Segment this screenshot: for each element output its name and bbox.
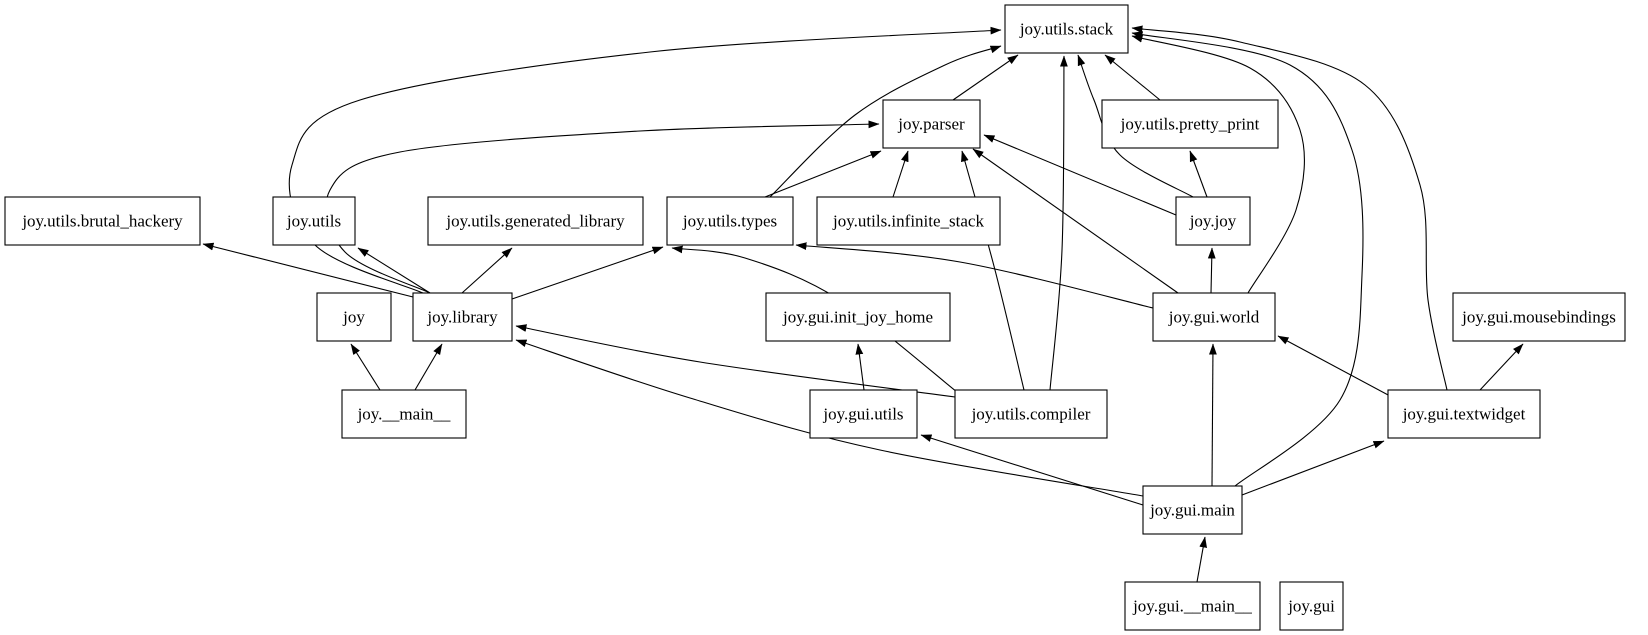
node-box-joy-utils (272, 196, 356, 246)
edge-joy-gui-world-to-joy-utils-types (795, 242, 1154, 309)
edge-layer (202, 25, 1524, 583)
node-box-joy-gui (1279, 581, 1344, 631)
edge-joy-joy-to-joy-parser (983, 134, 1177, 216)
edge-joy-parser-to-joy-utils-stack (952, 54, 1019, 101)
edge-joy-gui-main-to-joy-gui-textwidget (1241, 440, 1385, 496)
node-label-joy-utils: joy.utils (286, 212, 341, 231)
node-joy-joy: joy.joy (1175, 196, 1251, 246)
node-label-joy-joy: joy.joy (1189, 212, 1237, 231)
edge-joy-utils-types-to-joy-parser (764, 150, 882, 198)
edge-joy-library-to-joy-utils-types (511, 246, 664, 300)
node-joy-utils: joy.utils (272, 196, 356, 246)
node-box-joy-gui-utils (809, 389, 918, 439)
node-label-joy-gui-utils: joy.gui.utils (822, 405, 903, 424)
node-label-joy-utils-pretty-print: joy.utils.pretty_print (1120, 115, 1260, 134)
edge-joy-gui-world-to-joy-utils-stack (1131, 34, 1305, 294)
edge-joy-utils-compiler-to-joy-utils-types (671, 245, 958, 393)
edge-joy-gui-textwidget-to-joy-utils-stack (1131, 25, 1448, 391)
node-box-joy (316, 292, 392, 342)
node-joy-gui-main: joy.gui.__main__ (1124, 581, 1261, 631)
edge-joy-gui-textwidget-to-joy-gui-world (1277, 335, 1391, 397)
node-box-joy-gui-textwidget (1387, 389, 1541, 439)
node-joy-gui: joy.gui (1279, 581, 1344, 631)
node-box-joy-utils-generated-library (427, 196, 644, 246)
node-label-joy-utils-types: joy.utils.types (682, 212, 777, 231)
edge-joy-gui-world-to-joy-joy (1207, 247, 1216, 294)
node-joy-gui-world: joy.gui.world (1152, 292, 1276, 342)
node-box-joy-parser (882, 99, 981, 149)
node-box-joy-main (341, 389, 467, 439)
node-joy-library: joy.library (412, 292, 513, 342)
node-joy-gui-main: joy.gui.main (1142, 485, 1243, 535)
node-label-joy-utils-stack: joy.utils.stack (1019, 20, 1114, 39)
edge-joy-utils-compiler-to-joy-parser (961, 150, 1025, 391)
node-box-joy-utils-types (666, 196, 794, 246)
node-box-joy-gui-world (1152, 292, 1276, 342)
node-joy-utils-types: joy.utils.types (666, 196, 794, 246)
node-joy-utils-infinite-stack: joy.utils.infinite_stack (816, 196, 1001, 246)
node-box-joy-gui-main (1124, 581, 1261, 631)
edge-joy-gui-utils-to-joy-gui-init-joy-home (855, 343, 865, 391)
node-layer: joy.utils.stack joy.parser joy.utils.prett… (4, 4, 1626, 631)
node-box-joy-gui-mousebindings (1452, 292, 1626, 342)
node-box-joy-gui-main (1142, 485, 1243, 535)
node-box-joy-utils-brutal-hackery (4, 196, 201, 246)
node-joy-utils-pretty-print: joy.utils.pretty_print (1101, 99, 1279, 149)
edge-joy-gui-textwidget-to-joy-gui-mousebindings (1479, 343, 1524, 391)
node-joy-gui-mousebindings: joy.gui.mousebindings (1452, 292, 1626, 342)
node-joy-utils-stack: joy.utils.stack (1004, 4, 1129, 54)
node-label-joy-parser: joy.parser (897, 115, 965, 134)
node-label-joy-utils-brutal-hackery: joy.utils.brutal_hackery (21, 212, 183, 231)
edge-joy-joy-to-joy-utils-pretty-print (1189, 150, 1208, 198)
node-label-joy-gui-init-joy-home: joy.gui.init_joy_home (782, 308, 933, 327)
edge-joy-library-to-joy-utils-generated-library (461, 247, 513, 294)
node-box-joy-library (412, 292, 513, 342)
edge-joy-library-to-joy-parser (325, 120, 880, 294)
node-box-joy-gui-init-joy-home (765, 292, 951, 342)
node-joy-gui-textwidget: joy.gui.textwidget (1387, 389, 1541, 439)
node-box-joy-utils-pretty-print (1101, 99, 1279, 149)
node-label-joy-utils-infinite-stack: joy.utils.infinite_stack (832, 212, 984, 231)
node-box-joy-utils-stack (1004, 4, 1129, 54)
node-joy-utils-brutal-hackery: joy.utils.brutal_hackery (4, 196, 201, 246)
node-joy-gui-utils: joy.gui.utils (809, 389, 918, 439)
node-joy-utils-generated-library: joy.utils.generated_library (427, 196, 644, 246)
edge-joy-utils-pretty-print-to-joy-utils-stack (1104, 54, 1161, 101)
node-label-joy: joy (342, 308, 365, 327)
node-joy: joy (316, 292, 392, 342)
edge-joy-gui-main-to-joy-gui-world (1209, 343, 1217, 487)
edge-joy-main-to-joy (350, 343, 381, 391)
node-label-joy-gui-textwidget: joy.gui.textwidget (1402, 405, 1526, 424)
edge-joy-utils-infinite-stack-to-joy-parser (892, 150, 909, 198)
node-box-joy-utils-infinite-stack (816, 196, 1001, 246)
node-box-joy-joy (1175, 196, 1251, 246)
node-label-joy-gui-main: joy.gui.main (1149, 501, 1235, 520)
node-label-joy-gui-main: joy.gui.__main__ (1132, 597, 1252, 616)
node-joy-main: joy.__main__ (341, 389, 467, 439)
node-label-joy-gui-mousebindings: joy.gui.mousebindings (1461, 308, 1616, 327)
edge-joy-utils-compiler-to-joy-utils-stack (1049, 55, 1068, 391)
node-label-joy-gui: joy.gui (1287, 597, 1335, 616)
edge-joy-utils-types-to-joy-utils-stack (769, 45, 1002, 198)
edge-joy-main-to-joy-library (414, 343, 443, 391)
node-label-joy-library: joy.library (426, 308, 498, 327)
edge-joy-gui-main-to-joy-gui-main (1196, 536, 1208, 583)
node-box-joy-utils-compiler (954, 389, 1108, 439)
node-joy-parser: joy.parser (882, 99, 981, 149)
node-joy-gui-init-joy-home: joy.gui.init_joy_home (765, 292, 951, 342)
node-joy-utils-compiler: joy.utils.compiler (954, 389, 1108, 439)
node-label-joy-utils-compiler: joy.utils.compiler (971, 405, 1091, 424)
node-label-joy-gui-world: joy.gui.world (1168, 308, 1260, 327)
edge-joy-gui-main-to-joy-library (515, 339, 1144, 497)
edge-joy-library-to-joy-utils (357, 247, 431, 294)
edge-joy-gui-main-to-joy-gui-utils (920, 434, 1144, 506)
edge-joy-gui-world-to-joy-parser (972, 148, 1179, 294)
edge-joy-gui-main-to-joy-utils-stack (1131, 31, 1364, 487)
edge-joy-library-to-joy-utils-brutal-hackery (202, 242, 418, 299)
node-label-joy-utils-generated-library: joy.utils.generated_library (445, 212, 625, 231)
node-label-joy-main: joy.__main__ (357, 405, 451, 424)
